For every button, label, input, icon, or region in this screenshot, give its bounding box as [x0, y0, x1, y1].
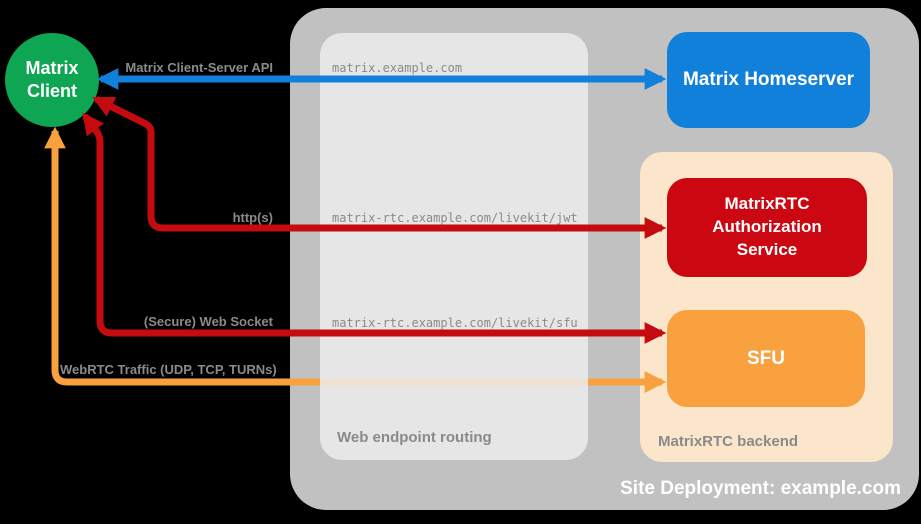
- matrixrtc-backend-label: MatrixRTC backend: [658, 433, 799, 450]
- client-server-api-label: Matrix Client-Server API: [125, 60, 273, 75]
- site-deployment-label: Site Deployment: example.com: [620, 478, 901, 499]
- sfu-node: SFU: [667, 310, 865, 407]
- endpoint-livekit-sfu: matrix-rtc.example.com/livekit/sfu: [332, 316, 578, 330]
- endpoint-matrix-example-com: matrix.example.com: [332, 61, 463, 75]
- matrix-client-label: Matrix Client: [25, 57, 79, 101]
- auth-service-node: MatrixRTC Authorization Service: [667, 178, 867, 277]
- webrtc-traffic-label: WebRTC Traffic (UDP, TCP, TURNs): [60, 362, 277, 377]
- https-label: http(s): [232, 210, 273, 225]
- matrix-homeserver-node: Matrix Homeserver: [667, 32, 870, 128]
- web-endpoint-routing-label: Web endpoint routing: [337, 429, 492, 446]
- auth-service-label: MatrixRTC Authorization Service: [712, 194, 822, 259]
- web-endpoint-routing-panel: Web endpoint routing: [320, 33, 588, 460]
- matrix-client-node: Matrix Client: [5, 33, 99, 127]
- sfu-label: SFU: [747, 347, 785, 369]
- matrix-homeserver-label: Matrix Homeserver: [682, 69, 855, 90]
- websocket-label: (Secure) Web Socket: [143, 314, 273, 329]
- endpoint-livekit-jwt: matrix-rtc.example.com/livekit/jwt: [332, 211, 578, 225]
